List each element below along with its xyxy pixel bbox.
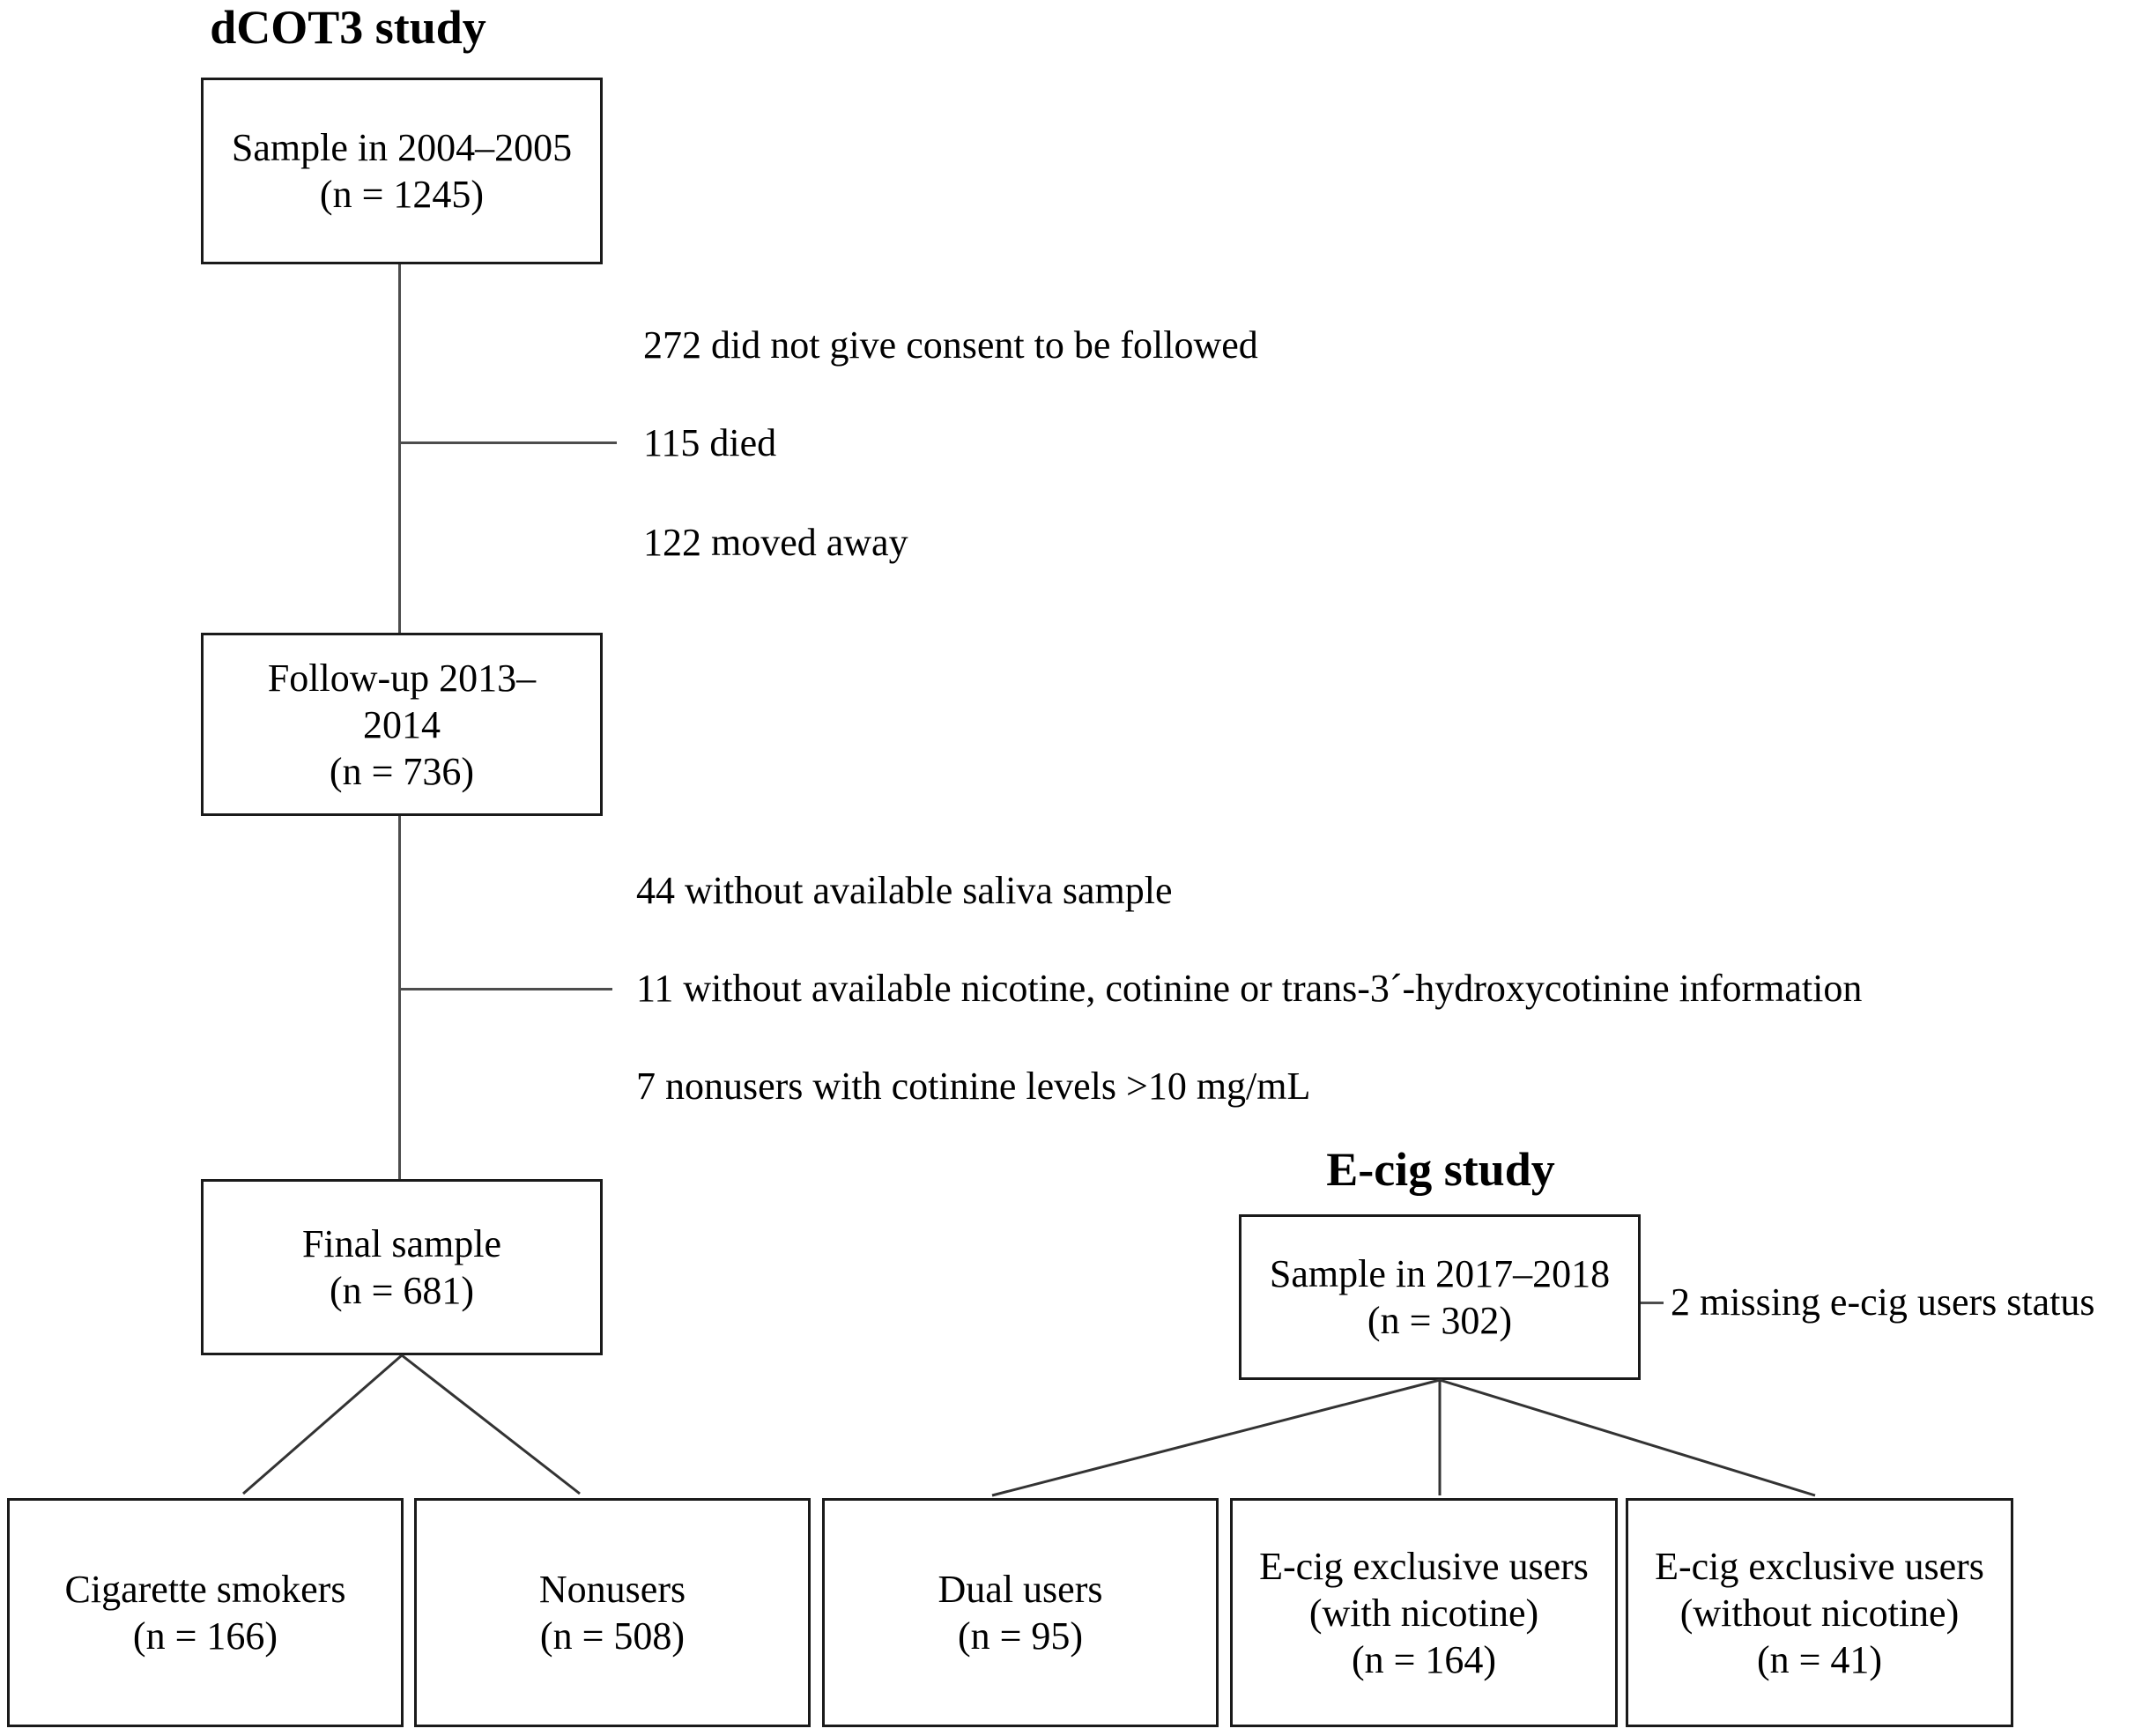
exclusion-note-missing-ecig-status: 2 missing e-cig users status (1671, 1280, 2095, 1324)
box-line-2: (n = 302) (1367, 1299, 1513, 1342)
connector-baseline-to-followup (398, 264, 401, 633)
fanout-line-right (1439, 1378, 1816, 1497)
fanout-line-left (991, 1378, 1441, 1497)
box-group-ecig-without-nicotine: E-cig exclusive users (without nicotine)… (1626, 1498, 2013, 1727)
box-line-1: Sample in 2004–2005 (231, 126, 573, 169)
box-dcot3-followup-text: Follow-up 2013– 2014 (n = 736) (268, 655, 536, 795)
box-dcot3-final-sample: Final sample (n = 681) (201, 1179, 603, 1355)
box-line-1: Dual users (938, 1568, 1103, 1611)
exclusion-note-high-cotinine: 7 nonusers with cotinine levels >10 mg/m… (636, 1065, 1311, 1108)
exclusion-note-moved: 122 moved away (643, 521, 908, 564)
box-group-ecig-with-nicotine-text: E-cig exclusive users (with nicotine) (n… (1259, 1543, 1589, 1683)
box-line-1: Cigarette smokers (64, 1568, 346, 1611)
exclusion-note-no-biomarkers: 11 without available nicotine, cotinine … (636, 967, 1863, 1010)
box-line-2: (n = 681) (329, 1269, 475, 1312)
box-line-1: E-cig exclusive users (1655, 1544, 1984, 1588)
box-line-2: (with nicotine) (1308, 1591, 1539, 1635)
connector-stage1-exclusions-tick (398, 441, 617, 444)
box-dcot3-baseline-sample-text: Sample in 2004–2005 (n = 1245) (232, 124, 572, 218)
box-ecig-sample: Sample in 2017–2018 (n = 302) (1239, 1214, 1641, 1380)
box-line-1: Final sample (301, 1222, 502, 1265)
box-line-2: (n = 95) (957, 1614, 1084, 1658)
box-group-ecig-with-nicotine: E-cig exclusive users (with nicotine) (n… (1230, 1498, 1618, 1727)
fanout-line-right (401, 1354, 581, 1495)
box-line-1: Nonusers (538, 1568, 686, 1611)
box-dcot3-followup: Follow-up 2013– 2014 (n = 736) (201, 633, 603, 816)
box-dcot3-final-sample-text: Final sample (n = 681) (302, 1220, 501, 1314)
dcot3-study-title: dCOT3 study (210, 1, 486, 54)
box-group-cigarette-smokers: Cigarette smokers (n = 166) (7, 1498, 404, 1727)
ecig-study-title: E-cig study (1326, 1143, 1555, 1196)
box-line-3: (n = 164) (1351, 1637, 1497, 1681)
box-line-1: Follow-up 2013– (267, 656, 537, 700)
box-line-3: (n = 41) (1756, 1637, 1883, 1681)
box-group-ecig-without-nicotine-text: E-cig exclusive users (without nicotine)… (1655, 1543, 1984, 1683)
box-group-dual-users: Dual users (n = 95) (822, 1498, 1219, 1727)
box-line-2: (without nicotine) (1679, 1591, 1960, 1635)
box-ecig-sample-text: Sample in 2017–2018 (n = 302) (1270, 1250, 1610, 1344)
box-group-dual-users-text: Dual users (n = 95) (938, 1566, 1103, 1659)
exclusion-note-no-saliva: 44 without available saliva sample (636, 869, 1173, 912)
box-group-cigarette-smokers-text: Cigarette smokers (n = 166) (65, 1566, 346, 1659)
box-line-3: (n = 736) (329, 749, 475, 793)
fanout-line-left (242, 1354, 403, 1495)
connector-followup-to-final (398, 816, 401, 1179)
exclusion-note-died: 115 died (643, 421, 777, 464)
connector-ecig-exclusion-tick (1641, 1302, 1664, 1304)
connector-stage2-exclusions-tick (398, 988, 612, 990)
box-line-2: 2014 (362, 702, 441, 746)
box-line-2: (n = 166) (132, 1614, 278, 1658)
box-dcot3-baseline-sample: Sample in 2004–2005 (n = 1245) (201, 78, 603, 264)
box-group-nonusers: Nonusers (n = 508) (414, 1498, 811, 1727)
box-line-2: (n = 1245) (319, 173, 485, 216)
box-line-1: E-cig exclusive users (1259, 1544, 1589, 1588)
box-group-nonusers-text: Nonusers (n = 508) (539, 1566, 686, 1659)
exclusion-note-consent: 272 did not give consent to be followed (643, 323, 1258, 367)
box-line-2: (n = 508) (539, 1614, 686, 1658)
box-line-1: Sample in 2017–2018 (1269, 1252, 1611, 1295)
